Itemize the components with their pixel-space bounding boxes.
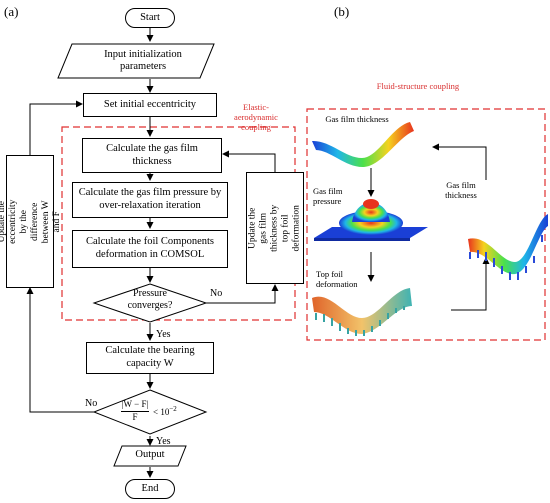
update-thickness-node: Update the gas film thickness by top foi… [246,172,304,284]
start-terminator: Start [125,8,175,28]
update-eccentricity-node: Update the eccentricity by the differenc… [0,155,62,288]
calc-capacity-node: Calculate the bearing capacity W [86,342,214,374]
update-eccentricity-text: Update the eccentricity by the differenc… [0,199,62,244]
panel-b-label: (b) [334,4,350,19]
input-parameters-node: Input initialization parameters [104,48,182,72]
pressure-no-label: No [210,288,223,299]
criterion-fraction-bar [121,411,149,412]
calc-thickness-node: Calculate the gas film thickness [82,138,222,173]
pressure-label: Gas film pressure [313,186,343,207]
calc-deformation-node: Calculate the foil Components deformatio… [72,230,228,268]
pressure-converges-decision: Pressure converges? [127,288,173,311]
convergence-criterion: |W − F| F < 10−2 [115,399,187,425]
elastic-coupling-label: Elastic-aerodynamic coupling [234,102,278,133]
criterion-relation: < 10−2 [153,405,177,417]
calc-pressure-node: Calculate the gas film pressure by over-… [72,182,228,218]
fluid-coupling-label: Fluid-structure coupling [376,81,460,91]
criterion-no-label: No [85,398,98,409]
criterion-rel-text: < 10 [153,407,170,417]
pressure-yes-label: Yes [156,329,171,340]
pressure-surface [314,199,428,241]
set-eccentricity-node: Set initial eccentricity [83,93,217,117]
criterion-yes-label: Yes [156,436,171,447]
update-thickness-text: Update the gas film thickness by top foi… [247,204,302,252]
criterion-exponent: −2 [169,405,177,413]
output-node: Output [135,449,165,460]
thickness-surface-right [468,214,548,280]
thickness-surface-top [312,122,414,168]
foil-deformation-surface [312,288,412,336]
end-terminator: End [125,479,175,499]
panel-a-label: (a) [4,4,19,19]
thickness-top-label: Gas film thickness [325,114,389,124]
deformation-label: Top foil deformation [316,269,358,290]
criterion-denominator: F [132,412,138,422]
elastic-coupling-frame [61,126,296,321]
thickness-right-label: Gas film thickness [445,180,477,201]
criterion-numerator: |W − F| [121,399,149,409]
